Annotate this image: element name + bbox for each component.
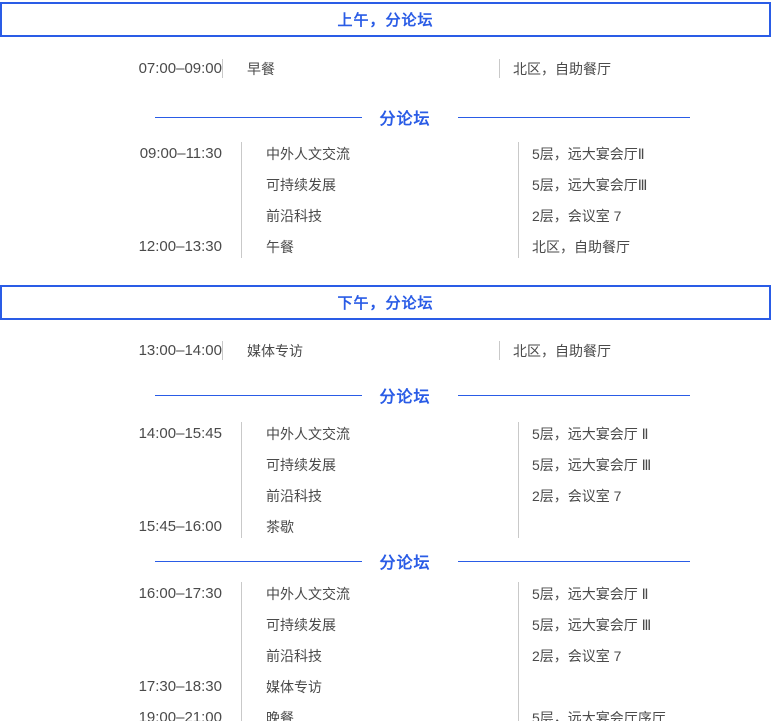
column-separator — [241, 422, 242, 538]
divider-line-left — [155, 394, 362, 396]
divider-line-left — [155, 560, 362, 562]
schedule-block: 16:00–17:30 17:30–18:30 19:00–21:00 中外人文交流… — [0, 578, 771, 721]
event-column: 中外人文交流可持续发展前沿科技午餐 — [266, 138, 518, 262]
location-column: 北区，自助餐厅 — [513, 53, 771, 84]
location-cell: 北区，自助餐厅 — [513, 342, 611, 359]
divider-line-right — [457, 116, 690, 118]
time-cell: 13:00–14:00 — [138, 342, 222, 359]
time-column: 14:00–15:45 15:45–16:00 — [0, 418, 222, 542]
schedule-block: 09:00–11:30 12:00–13:30 中外人文交流可持续发展前沿科技午餐… — [0, 138, 771, 262]
forum-divider: 分论坛 — [0, 106, 771, 128]
time-cell: 19:00–21:00 — [138, 709, 222, 721]
event-cell: 晚餐 — [266, 709, 294, 721]
time-cell — [0, 449, 222, 480]
column-separator — [499, 341, 500, 360]
time-cell — [0, 169, 222, 200]
time-cell: 07:00–09:00 — [138, 60, 222, 77]
time-column: 09:00–11:30 12:00–13:30 — [0, 138, 222, 262]
location-cell: 5层，远大宴会厅序厅 — [532, 709, 666, 721]
location-cell: 5层，远大宴会厅 Ⅱ — [532, 425, 649, 442]
time-cell — [0, 609, 222, 640]
location-cell — [532, 511, 771, 542]
time-cell: 09:00–11:30 — [139, 145, 222, 162]
event-cell: 媒体专访 — [247, 342, 303, 359]
event-cell: 午餐 — [266, 238, 294, 255]
divider-label: 分论坛 — [379, 555, 431, 572]
event-column: 中外人文交流可持续发展前沿科技茶歇 — [266, 418, 518, 542]
forum-divider: 分论坛 — [0, 550, 771, 572]
event-cell: 可持续发展 — [266, 616, 336, 633]
time-cell: 12:00–13:30 — [138, 238, 222, 255]
divider-line-right — [457, 394, 690, 396]
location-column: 5层，远大宴会厅 Ⅱ 5层，远大宴会厅 Ⅲ 2层，会议室 7 5层，远大宴会厅序厅 — [532, 578, 771, 721]
location-cell: 2层，会议室 7 — [532, 647, 622, 664]
time-cell: 14:00–15:45 — [138, 425, 222, 442]
divider-line-right — [457, 560, 690, 562]
time-cell: 17:30–18:30 — [138, 678, 222, 695]
divider-label: 分论坛 — [379, 111, 431, 128]
column-separator — [518, 582, 519, 721]
time-cell — [0, 640, 222, 671]
banner-title: 上午，分论坛 — [337, 12, 434, 29]
location-cell — [532, 671, 771, 702]
column-separator — [241, 582, 242, 721]
event-column: 媒体专访 — [247, 335, 499, 366]
time-cell: 16:00–17:30 — [138, 585, 222, 602]
column-separator — [499, 59, 500, 78]
location-column: 北区，自助餐厅 — [513, 335, 771, 366]
event-cell: 前沿科技 — [266, 207, 322, 224]
divider-label: 分论坛 — [379, 389, 431, 406]
location-cell: 2层，会议室 7 — [532, 207, 622, 224]
location-column: 5层，远大宴会厅 Ⅱ 5层，远大宴会厅 Ⅲ 2层，会议室 7 — [532, 418, 771, 542]
location-cell: 北区，自助餐厅 — [532, 238, 630, 255]
divider-line-left — [155, 116, 362, 118]
event-cell: 前沿科技 — [266, 487, 322, 504]
event-cell: 茶歇 — [266, 518, 294, 535]
schedule-block: 14:00–15:45 15:45–16:00 中外人文交流可持续发展前沿科技茶歇… — [0, 418, 771, 542]
forum-divider: 分论坛 — [0, 384, 771, 406]
location-column: 5层，远大宴会厅Ⅱ 5层，远大宴会厅Ⅲ 2层，会议室 7 北区，自助餐厅 — [532, 138, 771, 262]
section-banner: 下午，分论坛 — [0, 285, 771, 320]
location-cell: 5层，远大宴会厅Ⅱ — [532, 145, 645, 162]
banner-title: 下午，分论坛 — [337, 295, 434, 312]
event-cell: 可持续发展 — [266, 456, 336, 473]
time-cell — [0, 200, 222, 231]
column-separator — [241, 142, 242, 258]
column-separator — [222, 341, 223, 360]
column-separator — [518, 142, 519, 258]
time-cell: 15:45–16:00 — [138, 518, 222, 535]
time-column: 07:00–09:00 — [0, 53, 222, 84]
time-column: 13:00–14:00 — [0, 335, 222, 366]
location-cell: 5层，远大宴会厅Ⅲ — [532, 176, 648, 193]
event-cell: 早餐 — [247, 60, 275, 77]
event-cell: 中外人文交流 — [266, 145, 350, 162]
event-cell: 中外人文交流 — [266, 425, 350, 442]
event-cell: 前沿科技 — [266, 647, 322, 664]
event-cell: 中外人文交流 — [266, 585, 350, 602]
event-cell: 可持续发展 — [266, 176, 336, 193]
schedule-block: 07:00–09:00 早餐 北区，自助餐厅 — [0, 53, 771, 84]
event-column: 中外人文交流可持续发展前沿科技媒体专访晚餐 — [266, 578, 518, 721]
schedule-block: 13:00–14:00 媒体专访 北区，自助餐厅 — [0, 335, 771, 366]
location-cell: 5层，远大宴会厅 Ⅲ — [532, 456, 652, 473]
time-cell — [0, 480, 222, 511]
section-banner: 上午，分论坛 — [0, 2, 771, 37]
event-column: 早餐 — [247, 53, 499, 84]
column-separator — [518, 422, 519, 538]
time-column: 16:00–17:30 17:30–18:30 19:00–21:00 — [0, 578, 222, 721]
location-cell: 5层，远大宴会厅 Ⅲ — [532, 616, 652, 633]
location-cell: 2层，会议室 7 — [532, 487, 622, 504]
location-cell: 5层，远大宴会厅 Ⅱ — [532, 585, 649, 602]
location-cell: 北区，自助餐厅 — [513, 60, 611, 77]
column-separator — [222, 59, 223, 78]
event-cell: 媒体专访 — [266, 678, 322, 695]
